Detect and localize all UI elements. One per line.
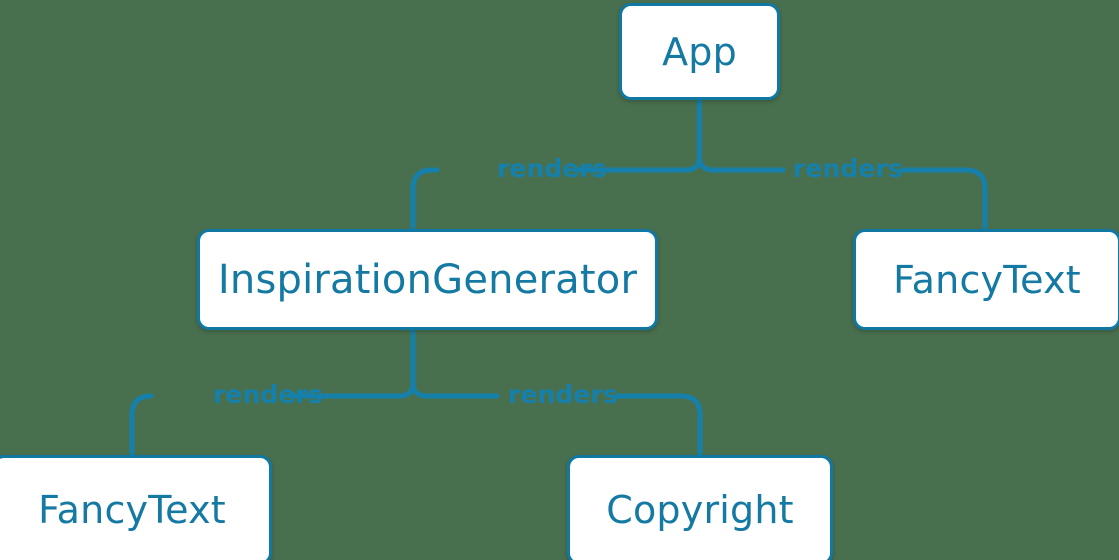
- edge-label-app-to-inspiration-generator: renders: [497, 154, 607, 183]
- node-fancytext-right-label: FancyText: [893, 257, 1081, 302]
- edge-ig-to-fancytext-bottom: [129, 393, 154, 458]
- node-copyright-label: Copyright: [606, 488, 794, 532]
- node-inspiration-generator-label: InspirationGenerator: [217, 256, 638, 303]
- edge-app-split-right: [697, 154, 786, 173]
- node-app[interactable]: App: [619, 3, 780, 100]
- node-copyright[interactable]: Copyright: [567, 455, 833, 560]
- edge-label-inspiration-generator-to-fancytext-bottom: renders: [213, 380, 323, 409]
- node-inspiration-generator[interactable]: InspirationGenerator: [197, 229, 658, 330]
- edge-label-inspiration-generator-to-copyright: renders: [508, 380, 618, 409]
- edge-app-to-ig: [410, 167, 440, 232]
- edge-label-app-to-fancytext-right: renders: [793, 154, 903, 183]
- node-fancytext-bottom[interactable]: FancyText: [0, 455, 272, 560]
- edge-ig-split-right: [410, 380, 500, 399]
- edge-ig-to-copyright: [614, 393, 703, 458]
- node-fancytext-right[interactable]: FancyText: [853, 229, 1119, 330]
- edge-app-to-fancytext-right: [900, 167, 988, 232]
- node-fancytext-bottom-label: FancyText: [38, 488, 226, 532]
- node-app-label: App: [662, 29, 737, 74]
